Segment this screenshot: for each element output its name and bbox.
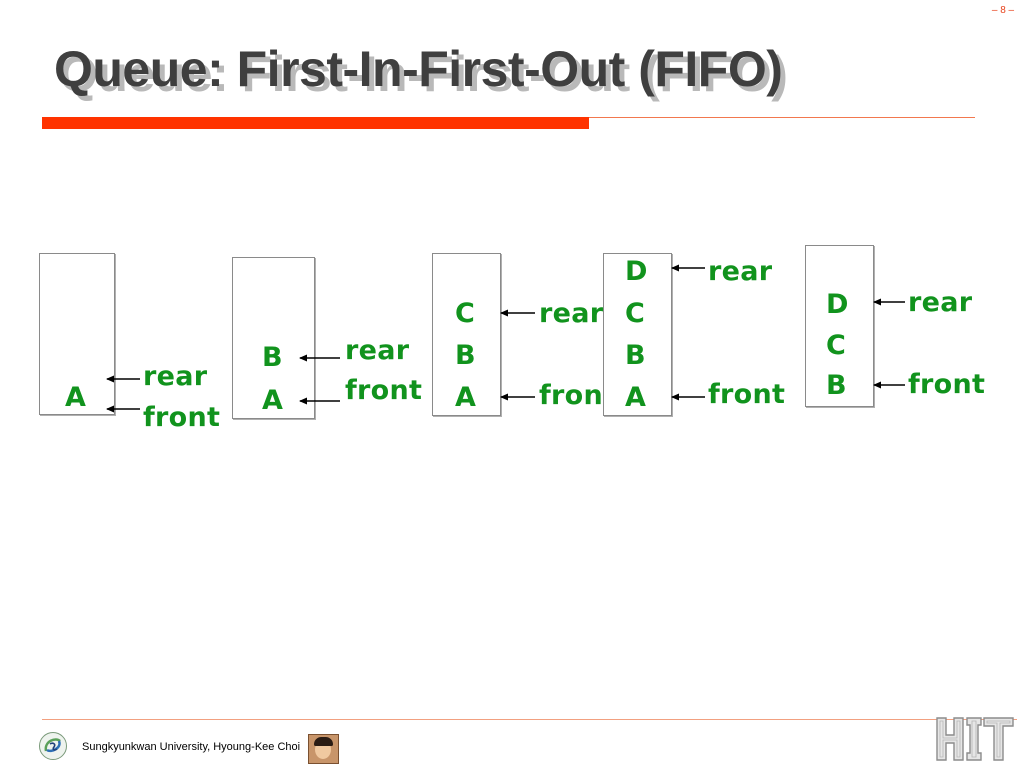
page-number: – 8 – (991, 5, 1015, 16)
queue-5-cell-b: B (826, 370, 847, 401)
footer-divider (42, 719, 1017, 720)
queue-4-cell-a: A (625, 382, 646, 413)
queue-3-rear-label: rear (539, 298, 604, 329)
queue-4-cell-b: B (625, 340, 646, 371)
queue-box-3 (432, 253, 501, 416)
queue-5-cell-d: D (826, 289, 849, 320)
queue-4-front-label: front (708, 379, 786, 410)
queue-box-4 (603, 253, 672, 416)
queue-4-cell-c: C (625, 298, 645, 329)
hit-logo-icon (936, 717, 1014, 761)
queue-2-rear-label: rear (345, 335, 410, 366)
queue-2-front-label: front (345, 375, 423, 406)
queue-3-cell-c: C (455, 298, 475, 329)
title-underline-thin (589, 117, 975, 118)
queue-1-rear-label: rear (143, 361, 208, 392)
queue-3-cell-b: B (455, 340, 476, 371)
queue-box-2 (232, 257, 315, 419)
university-seal-icon (39, 732, 67, 760)
queue-2-cell-b: B (262, 342, 283, 373)
queue-5-cell-c: C (826, 330, 846, 361)
queue-1-front-label: front (143, 402, 221, 433)
queue-5-rear-label: rear (908, 287, 973, 318)
queue-box-1 (39, 253, 115, 415)
author-photo (308, 734, 339, 764)
slide-title: Queue: First-In-First-Out (FIFO) (54, 41, 783, 97)
queue-box-5 (805, 245, 874, 407)
title-underline-accent (42, 117, 589, 129)
footer-credit: Sungkyunkwan University, Hyoung-Kee Choi (82, 741, 301, 753)
avatar-hair (314, 737, 333, 746)
queue-5-front-label: front (908, 369, 986, 400)
queue-2-cell-a: A (262, 385, 283, 416)
queue-4-rear-label: rear (708, 256, 773, 287)
queue-3-cell-a: A (455, 382, 476, 413)
queue-1-cell-a: A (65, 382, 86, 413)
queue-4-cell-d: D (625, 256, 648, 287)
